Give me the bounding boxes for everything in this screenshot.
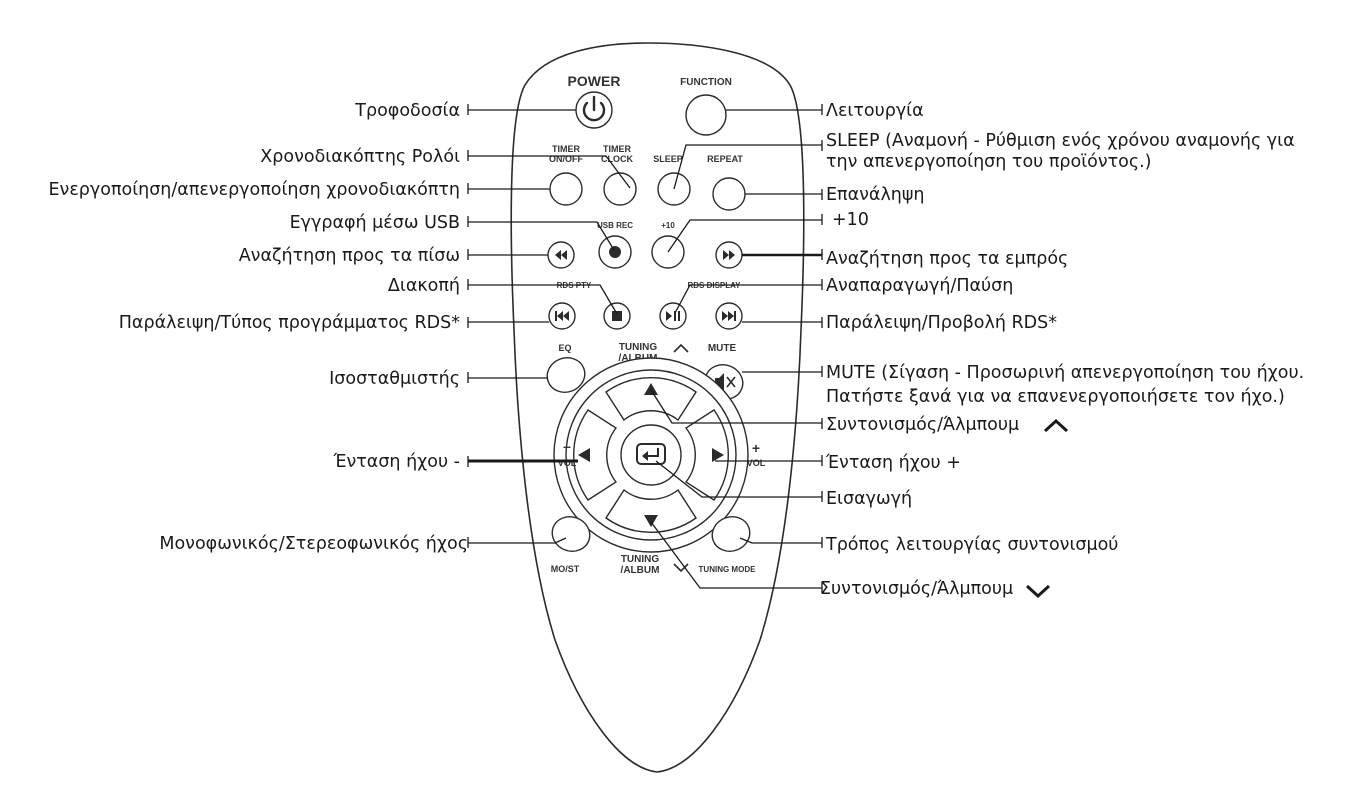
vol-up-button[interactable] <box>684 409 729 501</box>
chevron-down-icon-callout <box>1025 584 1051 599</box>
power-icon <box>582 95 606 122</box>
callout-mute-line2: Πατήστε ξανά για να επανενεργοποιήσετε τ… <box>826 387 1285 407</box>
repeat-button[interactable] <box>712 177 746 211</box>
callout-timer-clock: Χρονοδιακόπτης Ρολόι <box>260 147 460 167</box>
timer-onoff-label-2: ON/OFF <box>549 154 583 164</box>
callout-tuning-mode: Τρόπος λειτουργίας συντονισμού <box>825 535 1118 555</box>
mo-st-button[interactable] <box>547 512 594 557</box>
rewind-icon <box>555 250 567 260</box>
chevron-down-small-icon <box>673 563 689 573</box>
callout-vol-down: Ένταση ήχου - <box>332 452 460 472</box>
leader-lines-right <box>650 104 823 593</box>
play-pause-icon <box>666 311 680 321</box>
callout-search-forward: Αναζήτηση προς τα εμπρός <box>826 249 1068 269</box>
callout-skip-forward: Παράλειψη/Προβολή RDS* <box>826 313 1057 333</box>
repeat-label: REPEAT <box>707 154 743 164</box>
function-button[interactable] <box>685 94 727 136</box>
timer-clock-label-1: TIMER <box>603 144 631 154</box>
callout-vol-up: Ένταση ήχου + <box>825 453 961 473</box>
vol-left-label: VOL <box>558 458 577 468</box>
callout-sleep-line1: SLEEP (Αναμονή - Ρύθμιση ενός χρόνου ανα… <box>826 131 1295 151</box>
callout-enter: Εισαγωγή <box>826 489 912 509</box>
triangle-down-icon <box>644 515 658 527</box>
callout-search-back: Αναζήτηση προς τα πίσω <box>239 246 460 266</box>
callout-usb-rec: Εγγραφή μέσω USB <box>290 213 460 233</box>
tuning-up-button[interactable] <box>605 377 697 422</box>
tuning-mode-label: TUNING MODE <box>699 565 757 574</box>
leader-lines-left <box>467 104 631 548</box>
skip-back-icon <box>555 311 569 321</box>
eq-button[interactable] <box>542 353 589 398</box>
callout-mo-st: Μονοφωνικός/Στερεοφωνικός ήχος <box>159 534 468 554</box>
function-label: FUNCTION <box>680 77 732 88</box>
vol-minus-sign: – <box>563 438 571 454</box>
triangle-left-icon <box>578 448 590 462</box>
callout-play-pause: Αναπαραγωγή/Παύση <box>826 276 1013 296</box>
mo-st-label: MO/ST <box>551 564 580 574</box>
sleep-label: SLEEP <box>653 154 683 164</box>
timer-onoff-button[interactable] <box>549 172 583 206</box>
tuning-down-button[interactable] <box>605 488 697 533</box>
timer-clock-button[interactable] <box>603 172 637 206</box>
record-icon <box>609 246 621 258</box>
power-label: POWER <box>568 73 621 89</box>
callout-skip-back: Παράλειψη/Τύπος προγράμματος RDS* <box>119 313 460 333</box>
enter-icon <box>636 443 666 465</box>
timer-onoff-label-1: TIMER <box>552 144 580 154</box>
callout-sleep-line2: την απενεργοποίηση του προϊόντος.) <box>826 152 1152 172</box>
callout-tuning-up: Συντονισμός/Άλμπουμ <box>826 415 1019 435</box>
callout-function: Λειτουργία <box>826 101 924 121</box>
stop-icon <box>612 311 622 321</box>
chevron-up-icon <box>673 343 689 353</box>
callout-tuning-down: Συντονισμός/Άλμπουμ <box>820 579 1013 599</box>
tuning-bottom-label-2: /ALBUM <box>621 565 660 576</box>
callout-mute-line1: MUTE (Σίγαση - Προσωρινή απενεργοποίηση … <box>826 363 1304 383</box>
callout-eq: Ισοσταθμιστής <box>329 369 460 389</box>
tuning-bottom-label-1: TUNING <box>621 554 660 565</box>
callout-power: Τροφοδοσία <box>354 101 460 121</box>
fast-forward-icon <box>723 250 735 260</box>
vol-down-button[interactable] <box>573 409 618 501</box>
vol-plus-sign: + <box>752 440 760 456</box>
skip-forward-icon <box>722 311 736 321</box>
speaker-muted-icon <box>715 373 736 391</box>
plus10-label: +10 <box>661 221 675 230</box>
triangle-up-icon <box>644 383 658 395</box>
callout-timer-onoff: Ενεργοποίηση/απενεργοποίηση χρονοδιακόπτ… <box>49 180 461 200</box>
timer-clock-label-2: CLOCK <box>601 154 633 164</box>
callout-stop: Διακοπή <box>388 276 460 296</box>
mute-label: MUTE <box>708 343 737 354</box>
callout-plus10: +10 <box>832 210 869 230</box>
vol-right-label: VOL <box>747 458 766 468</box>
tuning-top-label-1: TUNING <box>619 342 658 353</box>
eq-label: EQ <box>558 343 571 353</box>
triangle-right-icon <box>712 448 724 462</box>
tuning-mode-button[interactable] <box>707 512 754 557</box>
chevron-up-icon-callout <box>1043 418 1069 433</box>
play-pause-button[interactable] <box>659 302 687 330</box>
callout-repeat: Επανάληψη <box>826 185 925 205</box>
usb-rec-label: USB REC <box>597 221 633 230</box>
